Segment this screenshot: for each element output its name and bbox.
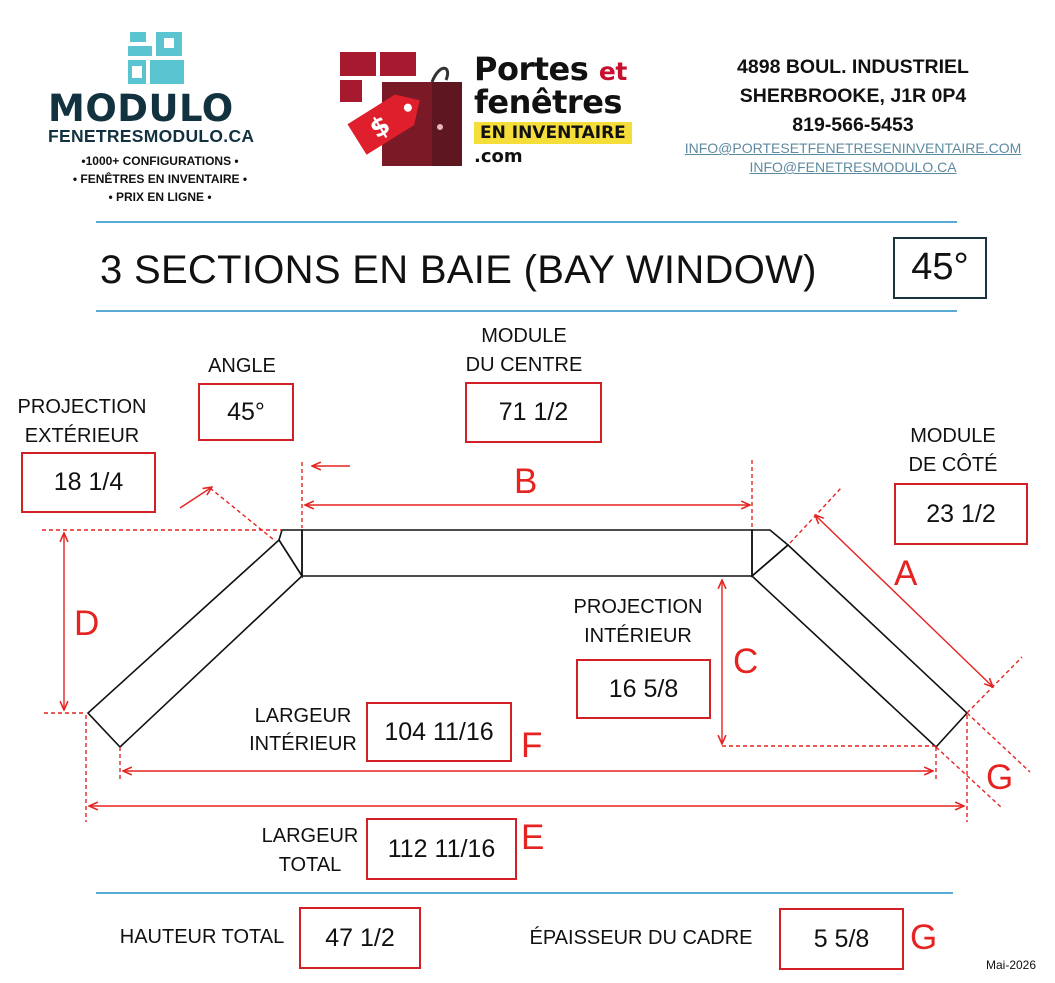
contact-phone: 819-566-5453	[792, 114, 914, 136]
dim-a-ext-bottom	[966, 656, 1023, 714]
modulo-tagline-3: • PRIX EN LIGNE •	[108, 190, 212, 204]
contact-city: SHERBROOKE, J1R 0P4	[739, 85, 967, 107]
value-side: 23 1/2	[894, 483, 1028, 545]
pfi-badge: EN INVENTAIRE	[474, 122, 632, 144]
letter-f: F	[521, 726, 543, 765]
label-proj-ext-2: EXTÉRIEUR	[24, 425, 140, 447]
dim-a	[815, 515, 993, 687]
letter-a: A	[894, 554, 918, 593]
value-centre: 71 1/2	[465, 382, 602, 443]
label-epaisseur: ÉPAISSEUR DU CADRE	[529, 927, 753, 949]
value-larg-int: 104 11/16	[366, 702, 512, 762]
page-title: 3 SECTIONS EN BAIE (BAY WINDOW)	[100, 248, 817, 292]
centre-module-shape	[301, 529, 753, 577]
dim-g-ext-outer	[966, 712, 1031, 773]
contact-street: 4898 BOUL. INDUSTRIEL	[737, 56, 969, 78]
label-larg-tot-1: LARGEUR	[261, 825, 359, 847]
label-centre-2: DU CENTRE	[465, 354, 583, 376]
letter-c: C	[733, 642, 759, 681]
value-epaisseur: 5 5/8	[779, 908, 904, 970]
label-proj-ext-1: PROJECTION	[17, 396, 147, 418]
value-hauteur: 47 1/2	[299, 907, 421, 969]
value-proj-int: 16 5/8	[576, 659, 711, 719]
title-angle-box: 45°	[893, 237, 987, 299]
label-larg-int-1: LARGEUR	[254, 705, 352, 727]
pfi-domain: .com	[474, 146, 523, 167]
price-tag-logo-icon: $	[340, 52, 462, 166]
label-side-2: DE CÔTÉ	[908, 454, 998, 476]
title-rule-bottom	[96, 310, 957, 312]
letter-e: E	[521, 818, 545, 857]
right-joint-shape	[751, 529, 790, 578]
modulo-tagline-1: •1000+ CONFIGURATIONS •	[81, 154, 239, 168]
pfi-word-portes: Portes	[474, 50, 589, 88]
left-joint-shape	[278, 529, 303, 579]
contact-email-pfi[interactable]: INFO@PORTESETFENETRESENINVENTAIRE.COM	[684, 140, 1022, 156]
pfi-line-fenetres: fenêtres	[474, 83, 622, 121]
pfi-word-et: et	[598, 57, 627, 86]
letter-b: B	[514, 462, 538, 501]
modulo-wordmark: MODULO	[48, 87, 234, 130]
proj-ext-ext	[209, 487, 275, 541]
modulo-tagline-2: • FENÊTRES EN INVENTAIRE •	[72, 172, 248, 186]
label-centre-1: MODULE	[481, 325, 567, 347]
label-hauteur: HAUTEUR TOTAL	[119, 926, 285, 948]
title-rule-top	[96, 221, 957, 223]
letter-g-footer: G	[910, 918, 938, 957]
window-outline	[86, 529, 969, 749]
label-larg-tot-2: TOTAL	[278, 854, 342, 876]
label-proj-int-2: INTÉRIEUR	[584, 625, 692, 647]
label-angle: ANGLE	[208, 355, 276, 377]
footer-date: Mai-2026	[986, 958, 1037, 972]
contact-email-modulo[interactable]: INFO@FENETRESMODULO.CA	[749, 159, 957, 175]
label-side-1: MODULE	[910, 425, 996, 447]
dim-g-ext-inner	[935, 746, 1003, 809]
value-larg-tot: 112 11/16	[366, 818, 517, 880]
modulo-logo-icon	[128, 32, 184, 84]
label-larg-int-2: INTÉRIEUR	[249, 733, 357, 755]
proj-ext-arrow	[179, 487, 212, 509]
right-side-module-shape	[750, 543, 969, 749]
letter-g-diagram: G	[986, 758, 1014, 797]
footer-rule	[96, 892, 953, 894]
label-proj-int-1: PROJECTION	[573, 596, 703, 618]
value-proj-ext: 18 1/4	[21, 452, 156, 513]
value-angle: 45°	[198, 383, 294, 441]
pfi-line-portes: Portes et	[474, 53, 627, 85]
dimension-lines	[42, 460, 1031, 822]
letter-d: D	[74, 604, 100, 643]
modulo-website[interactable]: FENETRESMODULO.CA	[48, 126, 255, 146]
